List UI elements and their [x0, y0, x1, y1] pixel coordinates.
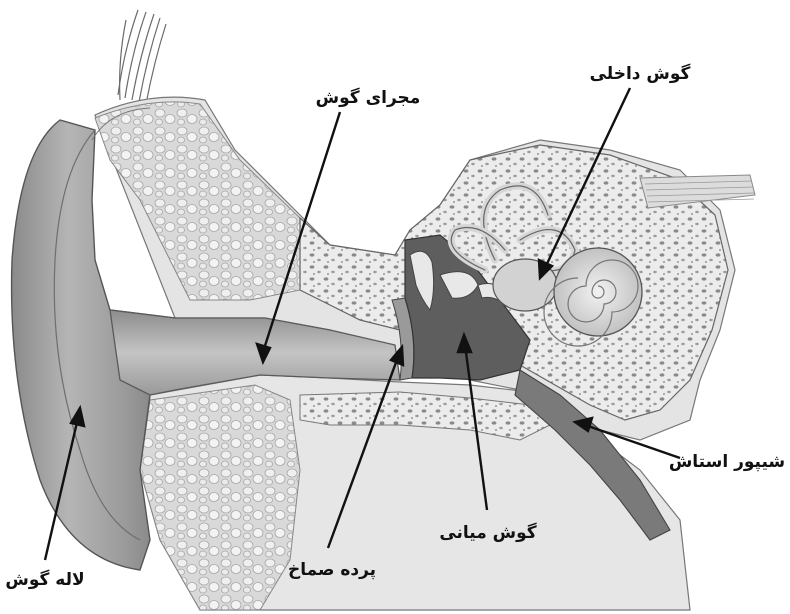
fatty-tissue-lower: [140, 385, 300, 610]
fatty-tissue-upper: [95, 102, 315, 300]
label-eardrum: پرده صماخ: [288, 560, 376, 580]
label-eustachian-tube: شیپور استاش: [669, 452, 785, 472]
hair-strands: [118, 10, 166, 104]
label-inner-ear: گوش داخلی: [590, 63, 691, 84]
label-middle-ear: گوش میانی: [439, 522, 536, 543]
label-auricle: لاله گوش: [5, 569, 84, 590]
label-ear-canal: مجرای گوش: [316, 87, 421, 108]
